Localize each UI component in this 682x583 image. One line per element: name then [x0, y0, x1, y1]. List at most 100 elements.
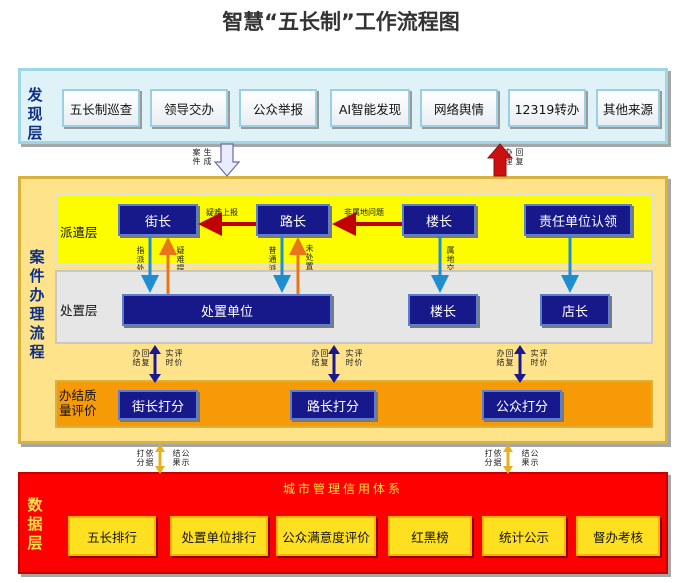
- credit-system-title: 城市管理信用体系: [282, 482, 403, 496]
- note-char: 处: [136, 264, 145, 273]
- data-satisfaction-eval[interactable]: 公众满意度评价: [276, 516, 376, 556]
- source-wuzhangzhi-patrol[interactable]: 五长制巡查: [62, 89, 140, 127]
- note-char: 分: [136, 458, 145, 467]
- node-louzhang-dispatch[interactable]: 楼长: [402, 204, 476, 236]
- label-line: 量评价: [59, 403, 97, 418]
- node-handling-unit[interactable]: 处置单位: [122, 294, 332, 326]
- source-other[interactable]: 其他来源: [596, 89, 660, 127]
- double-arrow-3: [514, 345, 526, 383]
- case-generated-note-2: 生 成: [203, 148, 213, 166]
- note-char: 价: [174, 358, 183, 367]
- non-property-issue-note: 非属地问题: [344, 208, 384, 217]
- label-char: 发: [27, 86, 43, 104]
- note-char: 公: [530, 449, 539, 458]
- label-char: 流: [29, 324, 45, 342]
- note-char: 结: [132, 358, 141, 367]
- result-publish-note-2b: 公 示: [530, 449, 539, 467]
- finish-reply-note-2: 办 结: [311, 349, 320, 367]
- note-char: 实: [345, 349, 354, 358]
- note-char: 交: [446, 264, 455, 273]
- double-arrow-2: [328, 345, 340, 383]
- note-char: 派: [136, 255, 145, 264]
- note-char: 复: [515, 157, 524, 166]
- difficult-report-note: 疑难上报: [206, 208, 238, 217]
- finish-reply-note-3b: 回 复: [505, 349, 514, 367]
- note-char: 提: [176, 264, 185, 273]
- note-char: 成: [203, 157, 212, 166]
- node-dianzhang[interactable]: 店长: [540, 294, 610, 326]
- note-char: 回: [141, 349, 150, 358]
- note-char: 复: [505, 358, 514, 367]
- node-responsible-unit[interactable]: 责任单位认领: [524, 204, 632, 236]
- eval-jiezhang-score[interactable]: 街长打分: [118, 390, 198, 420]
- double-arrow-5: [503, 444, 513, 474]
- node-jiezhang[interactable]: 街长: [118, 204, 198, 236]
- realtime-eval-note-3: 实 时: [530, 349, 539, 367]
- label-char: 案: [29, 248, 45, 266]
- note-char: 价: [539, 358, 548, 367]
- note-char: 置: [305, 262, 314, 271]
- label-char: 理: [29, 305, 45, 323]
- note-char: 疑: [176, 246, 185, 255]
- double-arrow-1: [149, 345, 161, 383]
- page-title: 智慧“五长制”工作流程图: [222, 10, 460, 34]
- data-unit-ranking[interactable]: 处置单位排行: [170, 516, 268, 556]
- source-12319-transfer[interactable]: 12319转办: [508, 89, 586, 127]
- label-char: 办: [29, 286, 45, 304]
- data-wuzhang-ranking[interactable]: 五长排行: [68, 516, 156, 556]
- score-basis-note-1: 打 分: [136, 449, 145, 467]
- realtime-eval-note-1: 实 时: [165, 349, 174, 367]
- source-public-report[interactable]: 公众举报: [239, 89, 317, 127]
- finish-reply-note-1b: 回 复: [141, 349, 150, 367]
- data-supervision-assessment[interactable]: 督办考核: [576, 516, 660, 556]
- label-char: 现: [27, 105, 43, 123]
- note-char: 件: [192, 157, 201, 166]
- label-char: 数: [27, 496, 43, 514]
- note-char: 结: [172, 449, 181, 458]
- note-char: 时: [165, 358, 174, 367]
- source-leader-assignment[interactable]: 领导交办: [150, 89, 228, 127]
- note-char: 示: [181, 458, 190, 467]
- source-ai-detection[interactable]: AI智能发现: [330, 89, 410, 127]
- note-char: 实: [530, 349, 539, 358]
- note-char: 果: [521, 458, 530, 467]
- note-char: 时: [345, 358, 354, 367]
- note-char: 结: [521, 449, 530, 458]
- note-char: 回: [320, 349, 329, 358]
- handling-reply-note: 办 理: [504, 148, 514, 166]
- realtime-eval-note-3b: 评 价: [539, 349, 548, 367]
- realtime-eval-note-2b: 评 价: [354, 349, 363, 367]
- node-luzhang[interactable]: 路长: [256, 204, 330, 236]
- case-process-label: 案 件 办 理 流 程: [26, 248, 48, 362]
- note-char: 依: [145, 449, 154, 458]
- eval-public-score[interactable]: 公众打分: [482, 390, 562, 420]
- case-generated-note: 案 件: [192, 148, 202, 166]
- dispatch-layer-label: 派遣层: [60, 225, 98, 240]
- evaluation-layer-label: 办结质 量评价: [59, 388, 97, 418]
- note-char: 评: [174, 349, 183, 358]
- data-stats-publish[interactable]: 统计公示: [482, 516, 566, 556]
- note-char: 理: [504, 157, 513, 166]
- data-red-black-list[interactable]: 红黑榜: [388, 516, 472, 556]
- data-layer-label: 数 据 层: [24, 496, 46, 553]
- realtime-eval-note-2: 实 时: [345, 349, 354, 367]
- eval-luzhang-score[interactable]: 路长打分: [290, 390, 376, 420]
- note-char: 实: [165, 349, 174, 358]
- finish-reply-note-1: 办 结: [132, 349, 141, 367]
- note-char: 复: [141, 358, 150, 367]
- note-char: 办: [504, 148, 513, 157]
- node-louzhang-handle[interactable]: 楼长: [408, 294, 478, 326]
- note-char: 结: [496, 358, 505, 367]
- realtime-eval-note-1b: 评 价: [174, 349, 183, 367]
- result-publish-note-1: 结 果: [172, 449, 181, 467]
- score-basis-note-1b: 依 据: [145, 449, 154, 467]
- handling-layer-label: 处置层: [60, 303, 98, 318]
- note-char: 据: [145, 458, 154, 467]
- handling-reply-note-2: 回 复: [515, 148, 525, 166]
- result-publish-note-2: 结 果: [521, 449, 530, 467]
- note-char: 据: [493, 458, 502, 467]
- note-char: 回: [505, 349, 514, 358]
- note-char: 打: [136, 449, 145, 458]
- source-online-opinion[interactable]: 网络舆情: [420, 89, 498, 127]
